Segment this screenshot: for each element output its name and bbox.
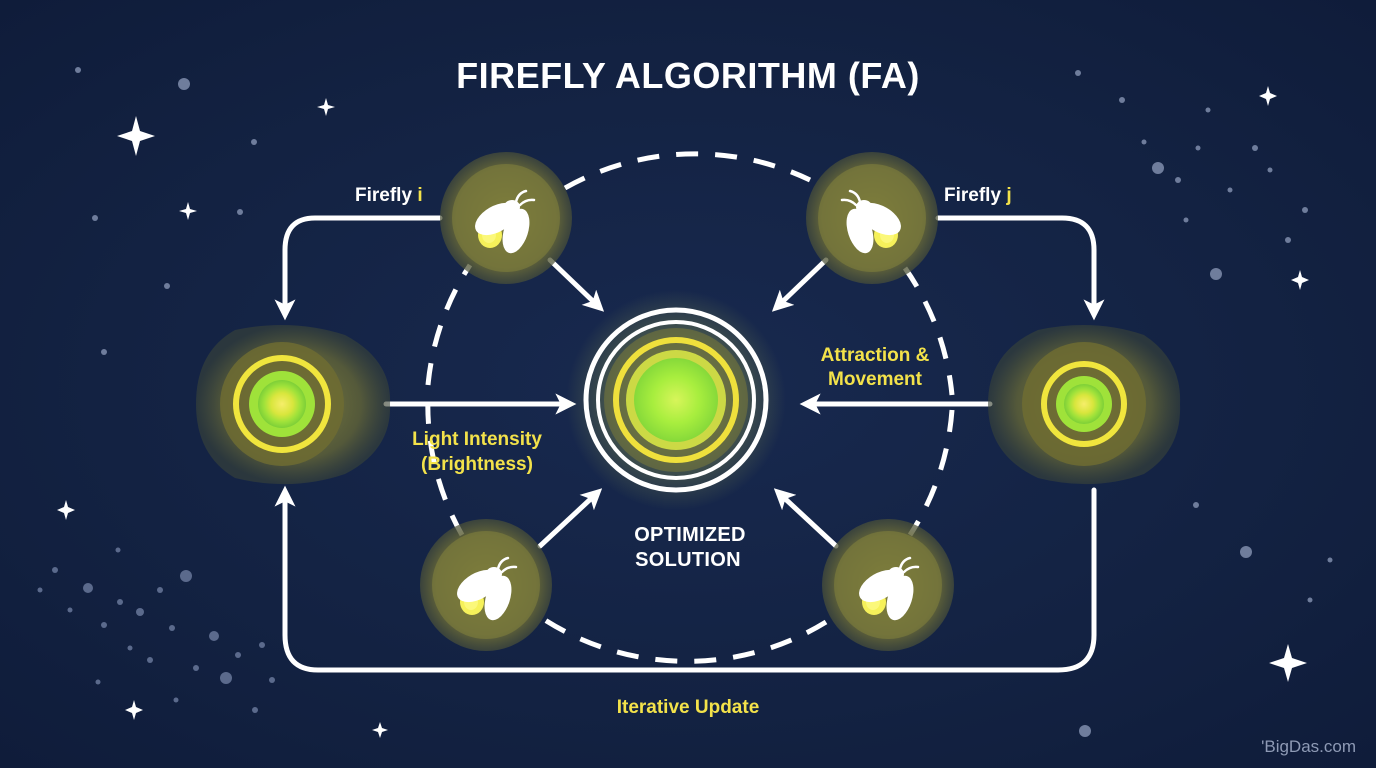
firefly-j-label: Firefly j: [944, 185, 1012, 206]
iterative-update-loop: [274, 485, 1097, 673]
target-icon: [566, 290, 786, 510]
flow-firefly-i-to-left-node: [274, 215, 443, 321]
firefly-icon: [420, 519, 552, 651]
arrow-firefly-tr-to-center: [771, 257, 829, 312]
attraction-label-line2: Movement: [828, 369, 923, 390]
watermark: 'BigDas.com: [1261, 737, 1356, 756]
arrow-firefly-br-to-center: [773, 488, 839, 549]
light-intensity-label-line2: (Brightness): [421, 454, 533, 475]
light-intensity-label-line1: Light Intensity: [412, 429, 542, 450]
iterative-update-label: Iterative Update: [617, 697, 760, 718]
firefly-icon: [822, 519, 954, 651]
arrow-firefly-bl-to-center: [537, 488, 603, 549]
dashed-orbit: [425, 151, 955, 664]
firefly-icon: [440, 152, 572, 284]
attraction-label-line1: Attraction &: [821, 345, 930, 366]
background-stars: [37, 67, 1333, 738]
arrow-firefly-tl-to-center: [547, 257, 605, 312]
optimized-solution-label-line2: SOLUTION: [635, 549, 741, 571]
firefly-icon: [806, 152, 938, 284]
optimized-solution-label-line1: OPTIMIZED: [634, 524, 746, 546]
left-light-node: [196, 325, 391, 485]
firefly-i-label: Firefly i: [355, 185, 423, 206]
right-light-node: [988, 325, 1181, 485]
diagram-title: FIREFLY ALGORITHM (FA): [456, 55, 920, 96]
flow-firefly-j-to-right-node: [935, 215, 1105, 321]
